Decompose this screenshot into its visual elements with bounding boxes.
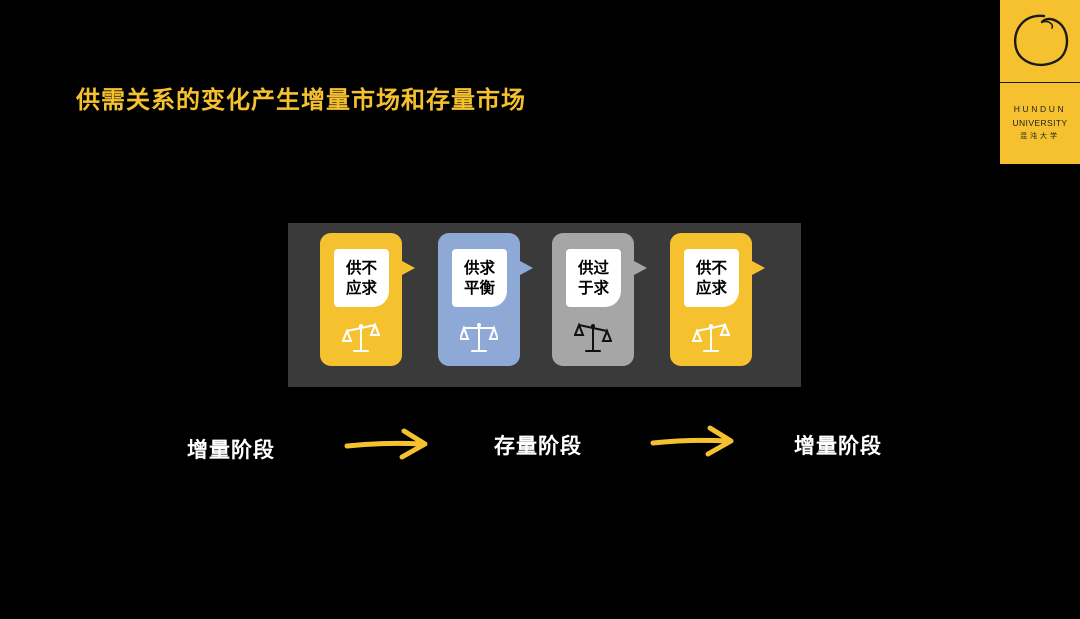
logo-line2: UNIVERSITY <box>1012 118 1068 128</box>
card-label-line1: 供不 <box>695 259 727 277</box>
card-shortage-1: 供不 应求 <box>320 233 415 366</box>
page-title: 供需关系的变化产生增量市场和存量市场 <box>76 86 526 114</box>
card-label: 供求 平衡 <box>452 249 507 307</box>
balance-scale-icon <box>342 322 380 352</box>
logo-line3: 混沌大学 <box>1020 133 1060 140</box>
card-label-line2: 于求 <box>577 279 609 297</box>
stage-label-stock: 存量阶段 <box>494 434 582 458</box>
card-pointer <box>634 261 647 275</box>
arrow-right-icon <box>650 425 734 457</box>
card-label-line2: 平衡 <box>463 279 495 297</box>
stage-label-incremental-1: 增量阶段 <box>187 438 275 462</box>
card-label-line1: 供求 <box>463 259 495 277</box>
stage-label-incremental-2: 增量阶段 <box>794 434 882 458</box>
card-pointer <box>402 261 415 275</box>
card-label-line1: 供过 <box>577 259 609 277</box>
card-label: 供不 应求 <box>684 249 739 307</box>
card-balance: 供求 平衡 <box>438 233 533 366</box>
hundun-university-logo: HUNDUN UNIVERSITY 混沌大学 <box>1000 0 1080 164</box>
balance-scale-icon <box>574 322 612 352</box>
card-label-line1: 供不 <box>345 259 377 277</box>
balance-scale-icon <box>692 322 730 352</box>
balance-scale-icon <box>460 323 498 352</box>
logo-line1: HUNDUN <box>1013 104 1067 114</box>
card-shortage-2: 供不 应求 <box>670 233 765 366</box>
card-label-line2: 应求 <box>345 279 377 297</box>
card-label-line2: 应求 <box>695 279 727 297</box>
card-surplus: 供过 于求 <box>552 233 647 366</box>
card-pointer <box>520 261 533 275</box>
card-label: 供过 于求 <box>566 249 621 307</box>
arrow-right-icon <box>344 428 428 460</box>
brush-circle-icon <box>1013 14 1069 67</box>
logo-divider <box>1000 82 1080 83</box>
market-cycle-panel: 供不 应求 供求 平衡 <box>288 223 801 387</box>
card-pointer <box>752 261 765 275</box>
card-label: 供不 应求 <box>334 249 389 307</box>
